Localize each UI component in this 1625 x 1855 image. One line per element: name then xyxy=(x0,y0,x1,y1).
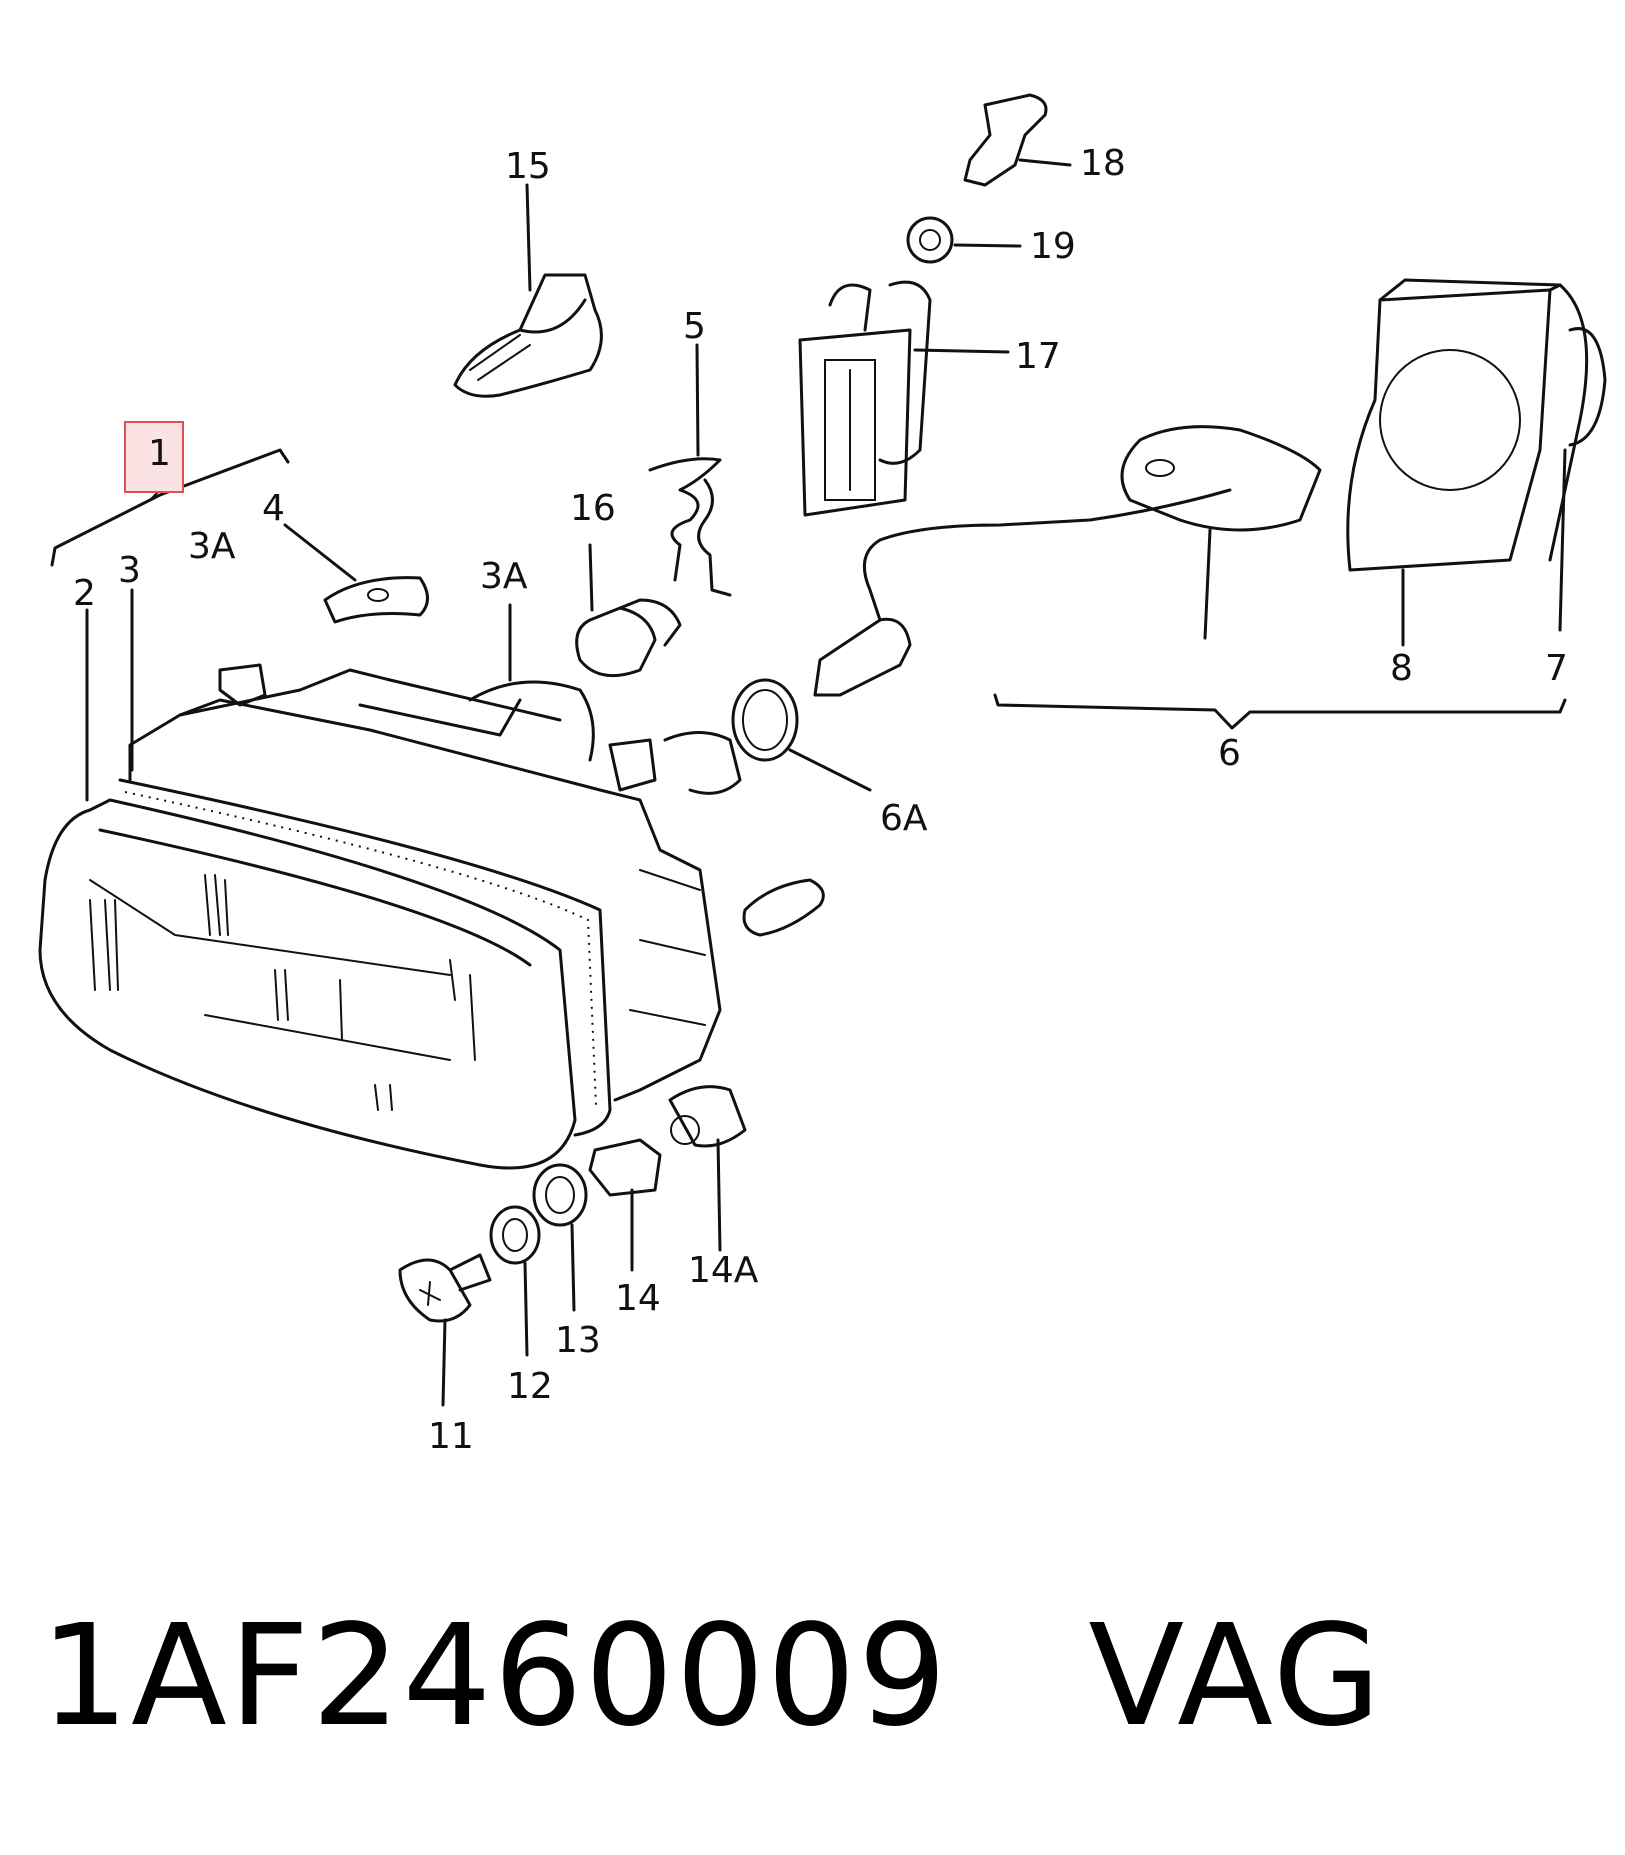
small-bulb xyxy=(742,878,825,937)
label-13: 13 xyxy=(555,1320,601,1361)
part-number-caption: 1AF2460009 VAG xyxy=(40,1595,1383,1758)
part-number: 1AF2460009 xyxy=(40,1595,949,1758)
washer-part-12 xyxy=(489,1205,541,1265)
bracket-part-1 xyxy=(50,448,290,567)
label-15: 15 xyxy=(505,146,551,187)
headlight-housing xyxy=(38,663,742,1170)
headlight-exploded-diagram: 1 2 3 3A 4 3A 15 16 5 17 18 19 6A 6 8 7 … xyxy=(38,93,1607,1457)
bolt-part-11 xyxy=(398,1253,492,1323)
label-12: 12 xyxy=(507,1366,553,1407)
label-1: 1 xyxy=(148,433,171,474)
label-11: 11 xyxy=(428,1416,474,1457)
grommet-part-19 xyxy=(906,216,954,264)
terminal-part-18 xyxy=(963,93,1048,187)
spring-part-5 xyxy=(648,457,732,597)
label-17: 17 xyxy=(1015,336,1061,377)
label-19: 19 xyxy=(1030,226,1076,267)
label-7: 7 xyxy=(1545,648,1568,689)
clip-nut-part-14 xyxy=(588,1138,662,1197)
bracket-part-6 xyxy=(993,693,1567,730)
label-14: 14 xyxy=(615,1278,661,1319)
label-4: 4 xyxy=(262,488,285,529)
reflector-part-8 xyxy=(1346,278,1589,572)
plug-part-14a xyxy=(668,1085,747,1148)
label-6a: 6A xyxy=(880,798,928,839)
connector-part-17 xyxy=(798,280,932,517)
bulb-part-15 xyxy=(453,273,603,398)
label-16: 16 xyxy=(570,488,616,529)
label-3a-right: 3A xyxy=(480,556,528,597)
cap-part-7 xyxy=(1568,327,1607,447)
label-8: 8 xyxy=(1390,648,1413,689)
clip-part-4 xyxy=(323,576,429,624)
bulb-part-16 xyxy=(575,598,682,678)
label-5: 5 xyxy=(683,306,706,347)
label-2: 2 xyxy=(73,573,96,614)
highlight-box-part-1[interactable] xyxy=(124,421,184,493)
leader-lines xyxy=(85,158,1567,1407)
seal-ring-part-6a xyxy=(731,678,799,762)
brand-name: VAG xyxy=(1088,1595,1384,1758)
label-3: 3 xyxy=(118,550,141,591)
wiring-harness-part-6 xyxy=(813,425,1322,697)
label-6: 6 xyxy=(1218,733,1241,774)
label-3a-left: 3A xyxy=(188,526,236,567)
washer-part-13 xyxy=(532,1163,588,1227)
label-18: 18 xyxy=(1080,143,1126,184)
label-14a: 14A xyxy=(688,1250,759,1291)
